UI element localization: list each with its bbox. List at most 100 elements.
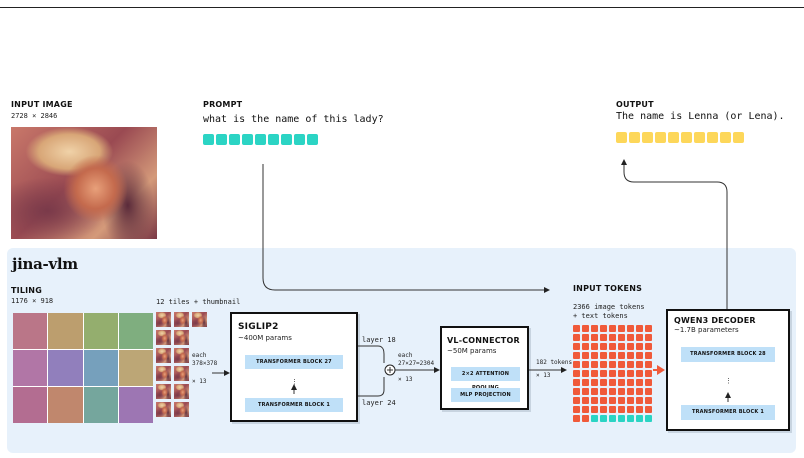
image-token	[627, 343, 634, 350]
image-token	[591, 334, 598, 341]
output-token-row	[616, 132, 744, 143]
image-token	[618, 397, 625, 404]
prompt-token	[294, 134, 305, 145]
image-token	[618, 379, 625, 386]
qwen3-decoder-title: QWEN3 DECODER	[674, 316, 756, 325]
image-token	[618, 352, 625, 359]
qwen3-decoder-params: ~1.7B parameters	[674, 326, 739, 334]
text-token	[591, 415, 598, 422]
image-token	[591, 361, 598, 368]
layers-each-caption: each 27×27=2304	[398, 352, 435, 367]
image-tile	[13, 350, 48, 386]
image-token	[636, 370, 643, 377]
output-token	[642, 132, 653, 143]
image-token	[645, 379, 652, 386]
image-token	[645, 325, 652, 332]
image-token	[609, 388, 616, 395]
tile-thumbnail	[156, 348, 171, 363]
image-token	[582, 397, 589, 404]
image-token	[582, 343, 589, 350]
prompt-label: PROMPT	[203, 100, 243, 109]
image-tile	[83, 350, 118, 386]
image-token	[636, 361, 643, 368]
prompt-token	[307, 134, 318, 145]
image-token	[600, 352, 607, 359]
prompt-token	[268, 134, 279, 145]
image-token	[627, 334, 634, 341]
prompt-token-row	[203, 134, 318, 145]
image-tile	[48, 350, 83, 386]
image-token	[573, 415, 580, 422]
image-token	[609, 325, 616, 332]
tile-multiplier: × 13	[192, 378, 207, 385]
image-token	[591, 325, 598, 332]
tile-thumbnails	[156, 312, 207, 417]
image-token	[591, 397, 598, 404]
tile-thumbnail	[174, 330, 189, 345]
tile-thumbnail	[174, 366, 189, 381]
image-token	[573, 361, 580, 368]
image-token	[609, 397, 616, 404]
input-image-label: INPUT IMAGE	[11, 100, 73, 109]
image-token	[627, 379, 634, 386]
output-token	[655, 132, 666, 143]
prompt-token	[281, 134, 292, 145]
decoder-block-top: TRANSFORMER BLOCK 28	[681, 347, 775, 362]
image-token	[627, 325, 634, 332]
image-token	[645, 397, 652, 404]
layer-24-label: layer 24	[362, 399, 396, 407]
prompt-token	[255, 134, 266, 145]
image-token	[591, 343, 598, 350]
image-token	[573, 334, 580, 341]
decoder-block-bottom: TRANSFORMER BLOCK 1	[681, 405, 775, 420]
output-label: OUTPUT	[616, 100, 654, 109]
image-token	[609, 406, 616, 413]
image-token	[645, 406, 652, 413]
vl-connector-params: ~50M params	[447, 347, 497, 355]
image-token	[618, 388, 625, 395]
image-token	[600, 388, 607, 395]
layers-multiplier: × 13	[398, 376, 413, 383]
output-token	[733, 132, 744, 143]
siglip2-block-top: TRANSFORMER BLOCK 27	[245, 355, 343, 369]
image-tile	[83, 313, 118, 349]
tile-each-caption: each 378×378	[192, 352, 218, 367]
tiles-caption: 12 tiles + thumbnail	[156, 298, 241, 306]
attention-pooling-block: 2×2 ATTENTION POOLING	[451, 367, 520, 391]
output-token	[720, 132, 731, 143]
image-token	[627, 352, 634, 359]
image-token	[636, 352, 643, 359]
image-token	[636, 325, 643, 332]
prompt-token	[242, 134, 253, 145]
text-token	[627, 415, 634, 422]
image-token	[573, 379, 580, 386]
image-token	[636, 397, 643, 404]
image-token	[636, 388, 643, 395]
image-token	[591, 370, 598, 377]
image-token	[636, 379, 643, 386]
text-token	[609, 415, 616, 422]
tile-thumbnail	[174, 402, 189, 417]
siglip2-params: ~400M params	[238, 334, 292, 342]
image-token	[627, 397, 634, 404]
image-token	[645, 388, 652, 395]
image-token	[582, 325, 589, 332]
image-token	[582, 388, 589, 395]
output-token	[707, 132, 718, 143]
image-token	[600, 343, 607, 350]
input-image-size: 2728 × 2846	[11, 112, 58, 120]
prompt-token	[216, 134, 227, 145]
image-tile	[83, 387, 118, 423]
tile-slot	[192, 330, 207, 345]
image-token	[591, 352, 598, 359]
tokens-flow-caption: 182 tokens	[536, 359, 573, 366]
image-token	[573, 370, 580, 377]
layer-18-label: layer 18	[362, 336, 396, 344]
image-token	[573, 325, 580, 332]
image-token	[582, 370, 589, 377]
image-token	[600, 334, 607, 341]
output-token	[616, 132, 627, 143]
tile-thumbnail	[156, 402, 171, 417]
image-token	[627, 406, 634, 413]
tile-slot	[192, 402, 207, 417]
